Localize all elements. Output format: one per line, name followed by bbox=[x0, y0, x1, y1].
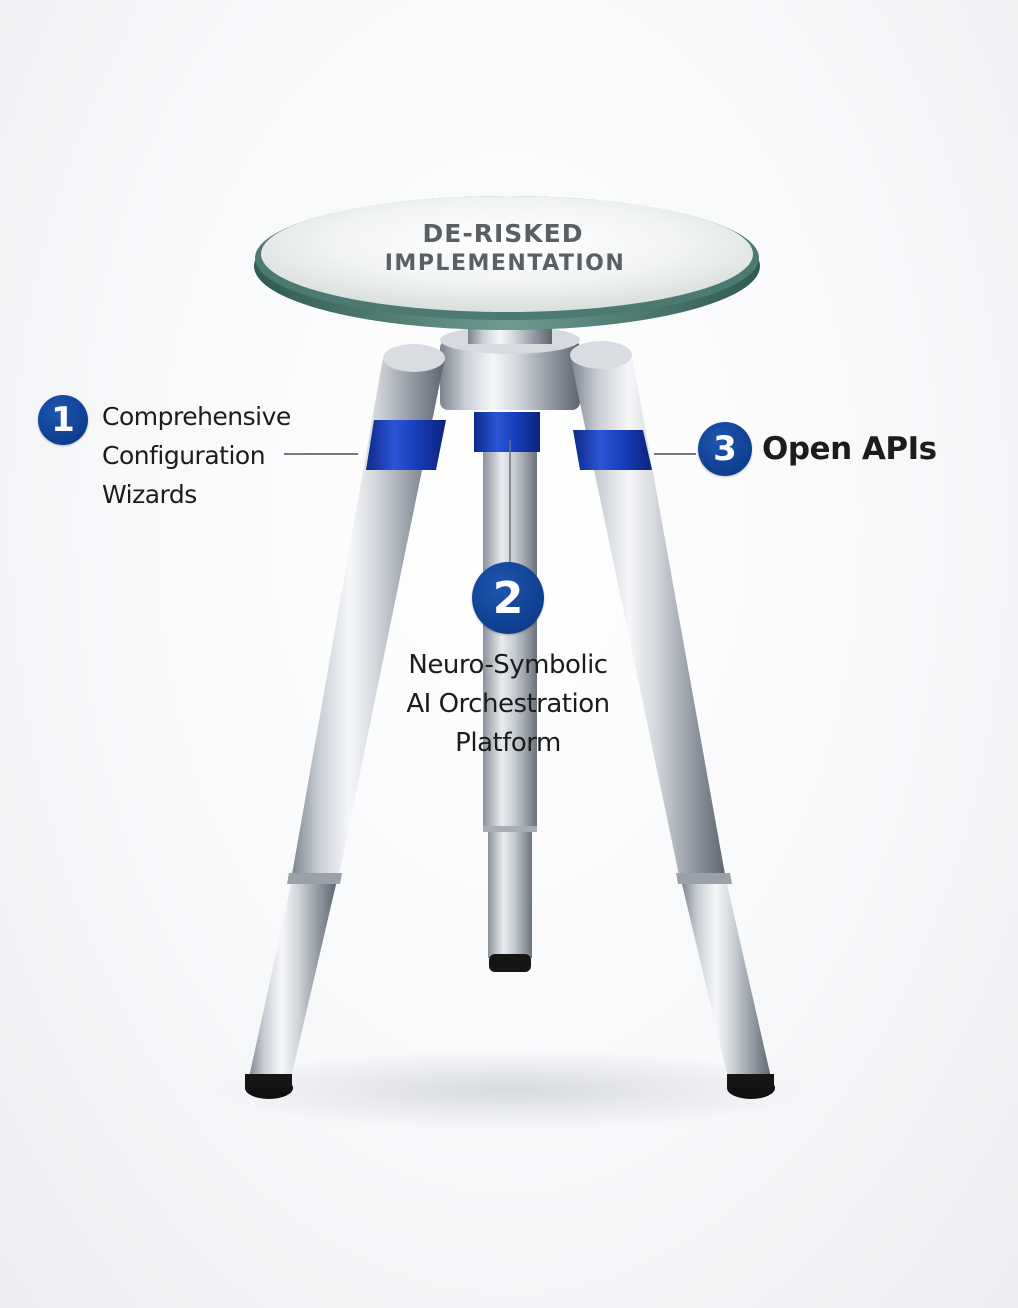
pillar-2-line-1: Neuro-Symbolic bbox=[408, 650, 608, 680]
number-badge-2: 2 bbox=[472, 562, 544, 634]
callout-pillar-2: 2 Neuro-Symbolic AI Orchestration Platfo… bbox=[380, 562, 636, 763]
callout-pillar-3: 3 Open APIs bbox=[698, 422, 937, 476]
pillar-2-line-3: Platform bbox=[455, 728, 561, 758]
callout-pillar-1: 1 Comprehensive Configuration Wizards bbox=[38, 395, 332, 514]
pillar-3-label: Open APIs bbox=[762, 430, 937, 467]
tabletop-title-line1: DE-RISKED bbox=[423, 219, 584, 248]
pillar-2-label: Neuro-Symbolic AI Orchestration Platform bbox=[406, 646, 610, 763]
right-leg bbox=[570, 341, 775, 1099]
pillar-2-line-2: AI Orchestration bbox=[406, 689, 610, 719]
pillar-1-line-3: Wizards bbox=[102, 480, 197, 509]
number-badge-1: 1 bbox=[38, 395, 88, 445]
pillar-1-line-1: Comprehensive bbox=[102, 402, 291, 431]
pillar-1-label: Comprehensive Configuration Wizards bbox=[102, 397, 332, 514]
pillar-1-line-2: Configuration bbox=[102, 441, 266, 470]
floor-shadow bbox=[210, 1050, 810, 1130]
number-badge-3: 3 bbox=[698, 422, 752, 476]
left-leg bbox=[245, 344, 446, 1099]
glass-tabletop bbox=[254, 196, 760, 330]
tabletop-title-line2: IMPLEMENTATION bbox=[385, 251, 626, 276]
